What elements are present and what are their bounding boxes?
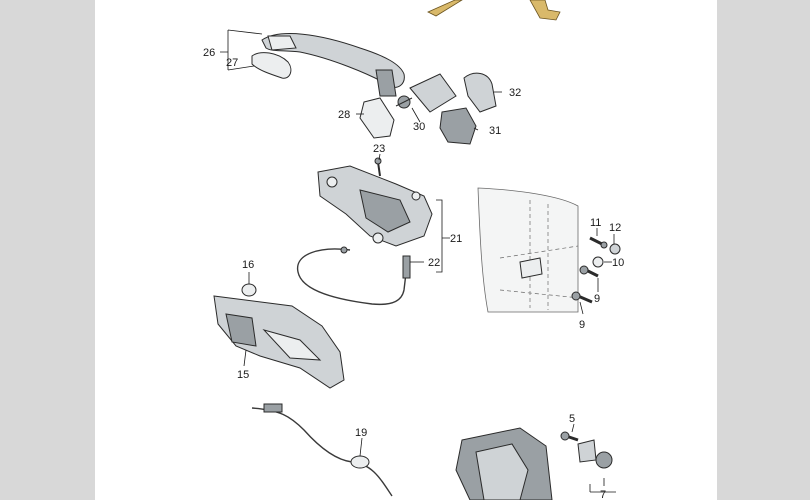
- release-cable-19: [251, 403, 393, 497]
- screw-5: [560, 431, 579, 442]
- gasket-28: [359, 97, 395, 139]
- door-shell-section: [477, 187, 581, 313]
- nut-12: [609, 243, 621, 255]
- bracket-21: [436, 199, 450, 273]
- handle-carrier-21: [317, 165, 433, 247]
- label-7: 7: [600, 489, 606, 500]
- label-10: 10: [612, 257, 624, 269]
- door-lock-unit: [455, 427, 553, 500]
- label-19: 19: [355, 427, 367, 439]
- lock-cylinder-30: [395, 73, 457, 113]
- exterior-handle-26: [261, 33, 405, 97]
- label-11: 11: [590, 217, 601, 229]
- cover-cap-32: [463, 72, 497, 113]
- bolt-9a: [579, 265, 599, 278]
- key-parts-top: [427, 0, 561, 21]
- bolt-11: [589, 236, 608, 249]
- bracket-31: [439, 107, 477, 145]
- screw-23: [374, 157, 382, 177]
- washer-10: [592, 256, 604, 268]
- leader-lines: [220, 29, 616, 493]
- label-31: 31: [489, 125, 501, 137]
- label-23: 23: [373, 143, 385, 155]
- grommet-16: [241, 283, 257, 297]
- label-28: 28: [338, 109, 350, 121]
- washer-7: [595, 451, 613, 469]
- label-9a: 9: [594, 293, 600, 305]
- label-26: 26: [203, 47, 215, 59]
- striker-plate: [577, 439, 597, 463]
- label-9b: 9: [579, 319, 585, 331]
- label-12: 12: [609, 222, 621, 234]
- label-27: 27: [226, 57, 238, 69]
- label-15: 15: [237, 369, 249, 381]
- label-21: 21: [450, 233, 462, 245]
- release-cable-22: [297, 246, 411, 306]
- handle-gasket-27: [251, 52, 292, 79]
- label-22: 22: [428, 257, 440, 269]
- bolt-9b: [571, 291, 593, 304]
- label-5: 5: [569, 413, 575, 425]
- interior-handle-15: [213, 295, 345, 389]
- label-16: 16: [242, 259, 254, 271]
- label-30: 30: [413, 121, 425, 133]
- label-32: 32: [509, 87, 521, 99]
